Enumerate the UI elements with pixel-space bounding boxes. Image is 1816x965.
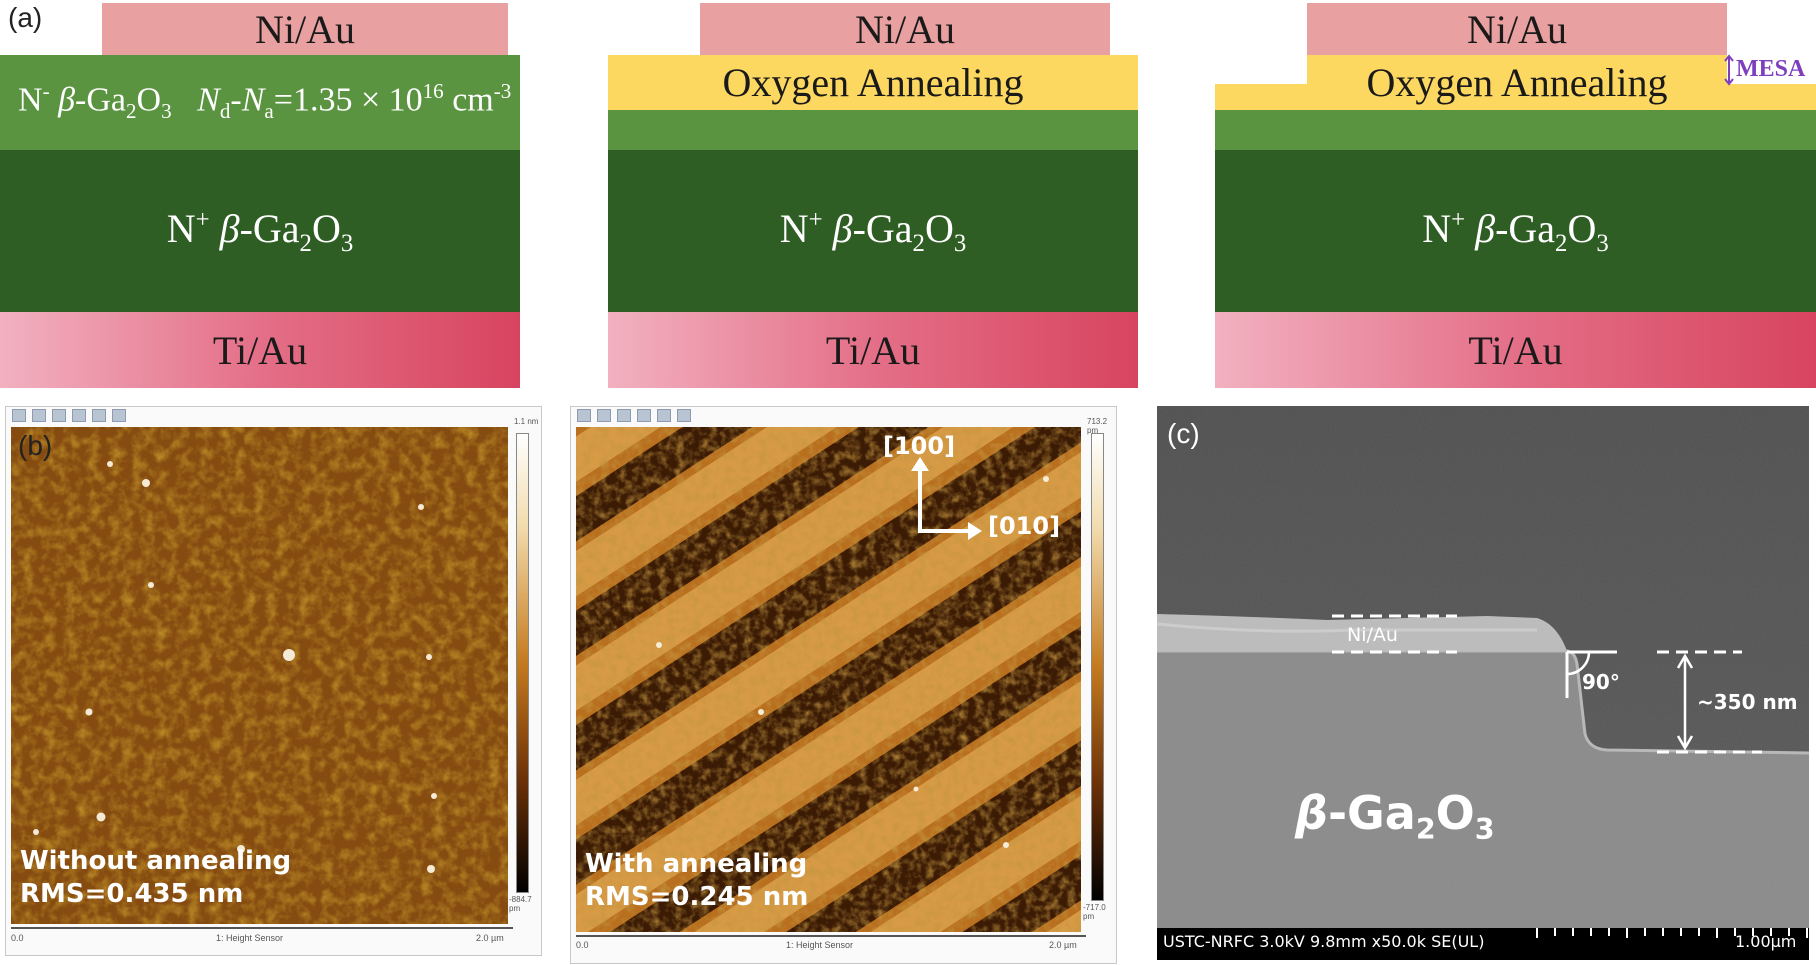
ni-au-label: Ni/Au bbox=[855, 6, 955, 52]
tool-icon[interactable] bbox=[32, 409, 46, 422]
substrate-1: N+ β-Ga2O3 bbox=[0, 150, 520, 312]
drift-layer-2 bbox=[608, 110, 1138, 150]
substrate-3: N+ β-Ga2O3 bbox=[1215, 150, 1816, 312]
oxygen-layer-label: Oxygen Annealing bbox=[1366, 60, 1668, 105]
substrate-label: N+ β-Ga2O3 bbox=[1422, 205, 1609, 257]
mesa-shoulder-left bbox=[1215, 84, 1307, 110]
ti-au-label: Ti/Au bbox=[825, 327, 921, 373]
ti-au-contact-2: Ti/Au bbox=[608, 312, 1138, 388]
tool-icon[interactable] bbox=[12, 409, 26, 422]
afm-frame-right: 713.2 pm -717.0 pm 0.0 1: Height Sensor … bbox=[570, 406, 1117, 964]
x-axis-start: 0.0 bbox=[576, 940, 589, 950]
sem-ni-au-label: Ni/Au bbox=[1347, 624, 1398, 646]
afm-image-right bbox=[576, 427, 1081, 932]
x-axis-title: 1: Height Sensor bbox=[216, 933, 284, 943]
ni-au-label: Ni/Au bbox=[255, 6, 355, 52]
x-axis-end: 2.0 µm bbox=[1049, 940, 1077, 950]
colorbar-bottom-label: -717.0 pm bbox=[1083, 903, 1106, 921]
sem-scale-label: 1.00µm bbox=[1735, 932, 1797, 951]
panel-c-label: (c) bbox=[1167, 418, 1200, 449]
afm-image-left bbox=[11, 427, 508, 924]
substrate-label: N+ β-Ga2O3 bbox=[166, 205, 354, 257]
x-axis-title: 1: Height Sensor bbox=[786, 940, 854, 950]
tool-icon[interactable] bbox=[617, 409, 631, 422]
colorbar-right bbox=[1091, 433, 1104, 901]
x-axis-bar bbox=[11, 927, 513, 929]
mesa-shoulder-right bbox=[1727, 84, 1816, 110]
ti-au-label: Ti/Au bbox=[1468, 327, 1563, 373]
panel-b-label: (b) bbox=[18, 430, 53, 461]
tool-icon[interactable] bbox=[92, 409, 106, 422]
colorbar-left bbox=[516, 433, 529, 893]
sem-cross-section bbox=[1157, 406, 1809, 960]
depth-label: ~350 nm bbox=[1697, 690, 1798, 714]
drift-layer-label: N- β-Ga2O3 Nd-Na=1.35 × 1016 cm-3 bbox=[18, 79, 512, 124]
x-axis-start: 0.0 bbox=[11, 933, 24, 943]
tool-icon[interactable] bbox=[112, 409, 126, 422]
panel-a-label: (a) bbox=[8, 2, 43, 33]
tool-icon[interactable] bbox=[72, 409, 86, 422]
x-axis-bar bbox=[576, 935, 1086, 937]
tool-icon[interactable] bbox=[637, 409, 651, 422]
rms-caption: RMS=0.435 nm bbox=[20, 879, 244, 909]
tool-icon[interactable] bbox=[677, 409, 691, 422]
angle-label: 90° bbox=[1582, 670, 1620, 694]
ni-au-label: Ni/Au bbox=[1467, 6, 1567, 52]
direction-010-label: [010] bbox=[988, 512, 1061, 540]
ti-au-label: Ti/Au bbox=[212, 327, 308, 373]
sem-footer-info: USTC-NRFC 3.0kV 9.8mm x50.0k SE(UL) bbox=[1163, 932, 1485, 951]
direction-100-label: [100] bbox=[883, 432, 956, 460]
tool-icon[interactable] bbox=[657, 409, 671, 422]
oxygen-layer-2: Oxygen Annealing bbox=[608, 55, 1138, 110]
colorbar-top-label: 1.1 nm bbox=[514, 417, 539, 426]
direction-arrows-icon bbox=[911, 457, 982, 540]
x-axis-end: 2.0 µm bbox=[476, 933, 504, 943]
tool-icon[interactable] bbox=[52, 409, 66, 422]
annealing-caption: With annealing bbox=[585, 849, 808, 879]
substrate-2: N+ β-Ga2O3 bbox=[608, 150, 1138, 312]
afm-toolbar bbox=[571, 407, 1116, 425]
colorbar-bottom-label: -884.7 pm bbox=[509, 895, 532, 913]
ni-au-contact-3: Ni/Au bbox=[1307, 3, 1727, 55]
drift-layer-1: N- β-Ga2O3 Nd-Na=1.35 × 1016 cm-3 bbox=[0, 55, 520, 150]
afm-toolbar bbox=[6, 407, 541, 425]
sem-image: Ni/Au 90° ~350 nm β-Ga2O3 USTC-NRFC 3.0k… bbox=[1157, 406, 1809, 960]
afm-frame-left: 1.1 nm -884.7 pm 0.0 1: Height Sensor 2.… bbox=[5, 406, 542, 956]
drift-layer-3 bbox=[1215, 110, 1816, 150]
afm-caption-left: Without annealing RMS=0.435 nm bbox=[20, 845, 291, 911]
tool-icon[interactable] bbox=[577, 409, 591, 422]
mesa-arrow-icon bbox=[1724, 54, 1734, 86]
ti-au-contact-3: Ti/Au bbox=[1215, 312, 1816, 388]
structure-2: Ni/Au Oxygen Annealing N+ β-Ga2O3 Ti/Au bbox=[608, 0, 1138, 390]
substrate-label: N+ β-Ga2O3 bbox=[779, 205, 967, 257]
ni-au-contact-1: Ni/Au bbox=[102, 3, 508, 55]
colorbar-top-label: 713.2 pm bbox=[1087, 417, 1108, 435]
oxygen-layer-3: Oxygen Annealing bbox=[1307, 55, 1727, 110]
rms-caption: RMS=0.245 nm bbox=[585, 882, 809, 912]
mesa-label: MESA bbox=[1736, 56, 1806, 82]
structure-1: Ni/Au N- β-Ga2O3 Nd-Na=1.35 × 1016 cm-3 … bbox=[0, 0, 520, 390]
tool-icon[interactable] bbox=[597, 409, 611, 422]
material-label: β-Ga2O3 bbox=[1295, 786, 1495, 847]
annealing-caption: Without annealing bbox=[20, 846, 292, 876]
structure-3: Ni/Au Oxygen Annealing N+ β-Ga2O3 Ti/Au bbox=[1215, 0, 1816, 390]
ti-au-contact-1: Ti/Au bbox=[0, 312, 520, 388]
oxygen-layer-label: Oxygen Annealing bbox=[722, 60, 1024, 105]
afm-caption-right: With annealing RMS=0.245 nm bbox=[585, 848, 808, 914]
ni-au-contact-2: Ni/Au bbox=[700, 3, 1110, 55]
